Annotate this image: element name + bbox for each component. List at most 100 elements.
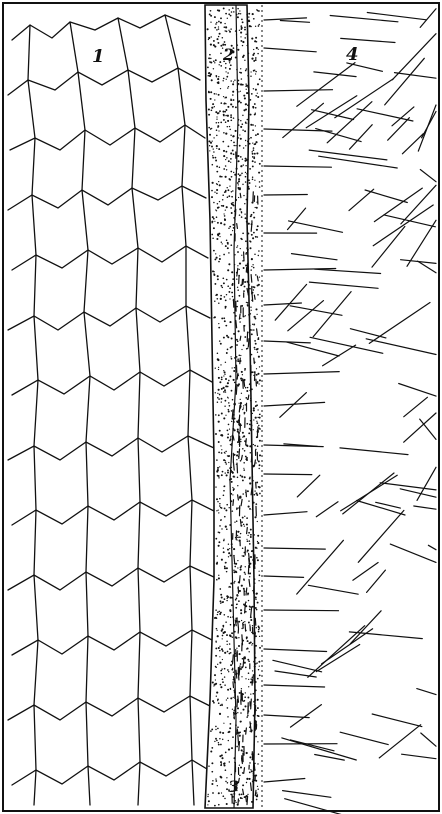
stipple-dot [211,107,213,109]
stipple-dot [224,111,226,113]
stipple-dot [223,370,224,371]
stipple-dot [236,459,237,460]
stipple-dot [257,96,259,98]
stipple-dot [217,233,219,235]
stipple-dot [221,757,223,759]
stipple-dot [229,648,231,650]
stipple-dot [225,451,227,453]
stipple-dot [257,10,259,12]
stipple-dot [252,179,254,181]
stipple-dot [232,7,234,9]
stipple-dot [244,696,246,698]
stipple-dot [216,148,217,149]
fracture-line [264,576,304,577]
stipple-dot [247,249,249,251]
stipple-dot [227,382,229,384]
stipple-dot [233,217,235,219]
stipple-dot [258,24,260,26]
stipple-dot [239,187,241,189]
stipple-dot [257,352,258,353]
stipple-dot [234,757,236,759]
stipple-dot [255,274,257,276]
stipple-dot [215,486,216,487]
stipple-dot [240,126,242,128]
stipple-dot [227,433,229,435]
crystal-dash [251,275,252,283]
stipple-dot [227,187,228,188]
stipple-dot [248,600,249,601]
stipple-dot [218,477,219,478]
stipple-dot [253,107,255,109]
stipple-dot [233,142,235,144]
stipple-dot [232,637,233,638]
stipple-dot [226,634,228,636]
fracture-line [292,254,338,260]
stipple-dot [240,355,241,356]
stipple-dot [231,212,233,214]
stipple-dot [250,400,252,402]
stipple-dot [258,250,260,252]
stipple-dot [233,99,235,101]
stipple-dot [227,716,228,717]
stipple-dot [216,135,218,137]
stipple-dot [238,178,240,180]
stipple-dot [221,379,223,381]
stipple-dot [211,128,212,129]
stipple-dot [259,571,260,572]
stipple-dot [224,41,226,43]
stipple-dot [245,181,247,183]
stipple-dot [230,135,231,136]
stipple-dot [251,151,252,152]
fracture-line [264,548,325,549]
stipple-dot [245,140,246,141]
fracture-line [330,16,398,22]
stipple-dot [218,94,220,96]
stipple-dot [220,364,221,365]
stipple-dot [234,522,235,523]
stipple-dot [249,605,251,607]
stipple-dot [255,547,257,549]
stipple-dot [227,106,229,108]
stipple-dot [243,555,245,557]
stipple-dot [256,47,258,49]
stipple-dot [249,576,250,577]
stipple-dot [242,84,244,86]
stipple-dot [229,321,231,323]
stipple-dot [247,140,249,142]
stipple-dot [226,504,228,506]
stipple-dot [255,37,257,39]
stipple-dot [255,89,257,91]
stipple-dot [217,698,219,700]
stipple-dot [250,536,252,538]
stipple-dot [228,462,229,463]
stipple-dot [257,535,259,537]
stipple-dot [250,99,252,101]
stipple-dot [231,11,233,13]
stipple-dot [219,503,220,504]
stipple-dot [218,181,219,182]
stipple-dot [235,199,237,201]
stipple-dot [222,194,224,196]
stipple-dot [240,497,242,499]
stipple-dot [246,636,248,638]
stipple-dot [245,566,246,567]
stipple-dot [246,221,248,223]
stipple-dot [230,555,232,557]
stipple-dot [241,212,242,213]
stipple-dot [231,444,233,446]
stipple-dot [218,369,219,370]
stipple-dot [237,726,239,728]
stipple-dot [218,744,220,746]
stipple-dot [245,123,246,124]
stipple-dot [227,689,229,691]
stipple-dot [216,617,218,619]
stipple-dot [248,52,250,54]
stipple-dot [259,486,261,488]
stipple-dot [250,313,251,314]
crystal-dash [243,279,244,284]
stipple-dot [254,690,256,692]
stipple-dot [252,643,253,644]
stipple-dot [211,79,213,81]
fracture-line [407,220,436,266]
